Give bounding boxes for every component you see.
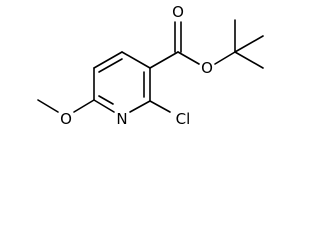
bond-c6-n1-double (98, 95, 114, 105)
methoxy-group (37, 99, 95, 113)
methoxy-oxygen-label: O (60, 110, 72, 128)
bond-c6-methoxy-o (73, 99, 95, 113)
bond-ester-o-tbu (214, 51, 236, 65)
carbonyl-oxygen-label: O (172, 3, 184, 21)
bond-tbu-methyl-right (234, 35, 264, 53)
bond-tbu-methyl-lower (234, 51, 264, 69)
pyridine-ring (93, 51, 151, 113)
tert-butyl-ester-group (149, 19, 264, 69)
bond-carbonyl-ester-o (177, 51, 200, 65)
ring-nitrogen-label: N (116, 110, 127, 128)
bond-c2-chlorine (149, 100, 171, 113)
bond-methoxy-o-methyl (37, 99, 59, 113)
bond-c3-carbonyl (149, 51, 179, 69)
bond-c4-c5 (93, 51, 123, 69)
chlorine-label: Cl (176, 110, 191, 128)
bond-n1-c2 (129, 100, 151, 113)
bond-c6-n1 (93, 99, 115, 113)
ester-oxygen-label: O (201, 59, 213, 77)
molecule-structure-diagram: O O N Cl O (37, 3, 264, 128)
bond-c5-c5-double (98, 58, 123, 73)
bond-c3-c4 (121, 51, 151, 69)
